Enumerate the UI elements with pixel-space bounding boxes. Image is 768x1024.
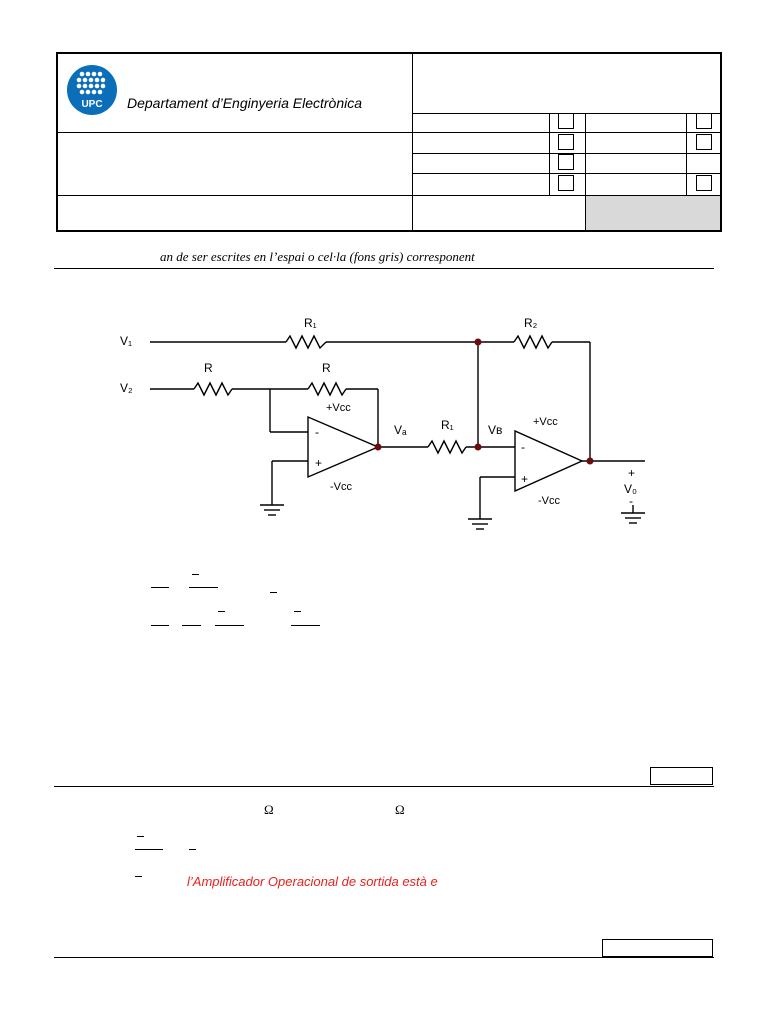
- label-r-fb: R: [322, 361, 331, 375]
- label-vb: Vʙ: [488, 423, 502, 437]
- resistor-r-fb: [307, 381, 347, 397]
- gray-answer-cell[interactable]: [586, 196, 720, 230]
- header-row-divider: [413, 173, 720, 174]
- label-v0: V₀: [624, 482, 637, 496]
- opamp-2: [514, 429, 584, 493]
- resistor-r-in: [193, 381, 233, 397]
- fraction-bar: [189, 587, 218, 588]
- header-col-divider: [412, 54, 413, 230]
- checkbox[interactable]: [696, 113, 712, 129]
- label-minus-1: -: [315, 425, 319, 439]
- checkbox[interactable]: [696, 134, 712, 150]
- section-rule: [54, 786, 714, 787]
- circuit-diagram: V₁ V₂ R₁ R₂ R R R₁ Vₐ Vʙ +Vᴄᴄ -Vᴄᴄ +Vᴄᴄ …: [120, 316, 645, 530]
- overline: [294, 611, 301, 612]
- label-r2: R₂: [524, 316, 538, 330]
- overline: [135, 876, 142, 877]
- label-r1-top: R₁: [304, 316, 317, 330]
- label-plus-1: +: [315, 456, 322, 470]
- section-rule: [54, 957, 714, 958]
- checkbox[interactable]: [558, 175, 574, 191]
- overline: [192, 574, 199, 575]
- instruction-note: an de ser escrites en l’espai o cel·la (…: [160, 249, 475, 264]
- header-row-divider: [58, 132, 720, 133]
- label-v1: V₁: [120, 334, 132, 348]
- label-vcc-neg-2: -Vᴄᴄ: [538, 495, 561, 507]
- header-col-divider: [686, 113, 687, 195]
- label-vcc-neg-1: -Vᴄᴄ: [330, 481, 353, 493]
- node-junction: [474, 338, 482, 346]
- section-rule: [54, 268, 714, 269]
- label-v2: V₂: [120, 381, 133, 395]
- checkbox[interactable]: [558, 113, 574, 129]
- label-out-plus: +: [628, 466, 635, 480]
- opamp-1: [307, 415, 380, 479]
- answer-box[interactable]: [650, 767, 713, 785]
- resistor-r2: [513, 334, 553, 350]
- overline: [270, 592, 277, 593]
- fraction-bar: [182, 625, 201, 626]
- overline: [137, 836, 144, 837]
- department-name: Departament d’Enginyeria Electrònica: [127, 95, 363, 111]
- fraction-bar: [215, 625, 244, 626]
- node-v0: [586, 457, 594, 465]
- label-r-in: R: [204, 361, 213, 375]
- node-vb: [474, 443, 482, 451]
- node-va: [374, 443, 382, 451]
- upc-logo: UPC: [67, 65, 117, 115]
- fraction-bar: [151, 625, 169, 626]
- resistor-r1-mid: [427, 439, 467, 455]
- omega-symbol: Ω: [395, 802, 405, 817]
- checkbox[interactable]: [696, 175, 712, 191]
- fraction-bar: [151, 587, 169, 588]
- header-row-divider: [413, 153, 720, 154]
- fraction-bar: [291, 625, 320, 626]
- label-vcc-pos-1: +Vᴄᴄ: [326, 402, 351, 414]
- label-plus-2: +: [521, 472, 528, 486]
- header-table: [56, 52, 722, 232]
- red-note: l’Amplificador Operacional de sortida es…: [187, 874, 438, 889]
- checkbox[interactable]: [558, 154, 574, 170]
- label-minus-2: -: [521, 440, 525, 454]
- logo-text: UPC: [81, 99, 102, 110]
- overline: [189, 849, 196, 850]
- checkbox[interactable]: [558, 134, 574, 150]
- omega-symbol: Ω: [264, 802, 274, 817]
- label-out-minus: -: [629, 494, 633, 508]
- header-col-divider: [585, 113, 586, 230]
- label-va: Vₐ: [394, 423, 407, 437]
- header-row-divider: [58, 195, 720, 196]
- header-col-divider: [549, 113, 550, 195]
- fraction-bar: [135, 849, 163, 850]
- answer-box[interactable]: [602, 939, 713, 957]
- label-vcc-pos-2: +Vᴄᴄ: [533, 416, 558, 428]
- overline: [218, 611, 225, 612]
- resistor-r1-top: [285, 334, 327, 350]
- label-r1-mid: R₁: [441, 418, 454, 432]
